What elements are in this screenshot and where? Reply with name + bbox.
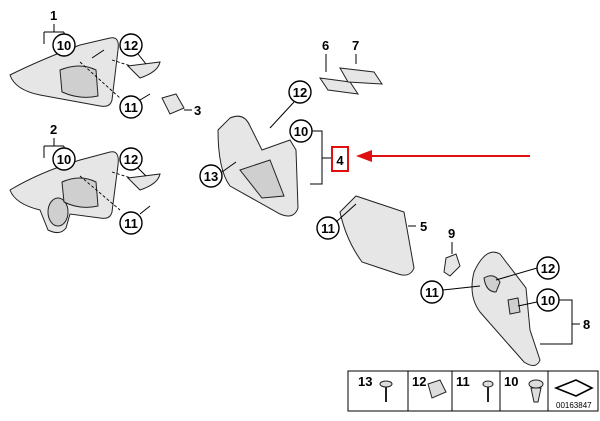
leader-c10d <box>517 301 538 307</box>
leader-c10-top <box>91 49 105 59</box>
leader-c11d <box>442 285 481 291</box>
expanding-rivet-10-icon <box>528 379 544 403</box>
leader-c12b <box>137 167 147 177</box>
legend-label-11: 11 <box>456 374 470 389</box>
legend-label-13: 13 <box>358 374 372 389</box>
label-part-3: 3 <box>194 103 201 118</box>
part-9-group: 9 <box>443 226 461 277</box>
arrow-head <box>356 150 372 162</box>
red-arrow <box>356 150 530 162</box>
callout-circle-12c <box>288 80 312 104</box>
screw-11-icon <box>482 380 494 402</box>
callout-11b: 11 <box>124 216 138 231</box>
callout-13: 13 <box>204 169 218 184</box>
callout-10c: 10 <box>294 124 308 139</box>
leader-c11c <box>335 203 357 223</box>
callout-10a: 10 <box>57 38 71 53</box>
label-part-8: 8 <box>583 317 590 332</box>
clip-12-top <box>126 61 161 79</box>
leader-part-1 <box>43 24 65 44</box>
label-part-9: 9 <box>448 226 455 241</box>
part-5-group: 5 11 <box>316 195 427 276</box>
part-2-group: 2 10 12 11 <box>9 122 161 235</box>
callout-circle-10b <box>52 147 76 171</box>
callout-11d: 11 <box>425 285 439 300</box>
callout-circle-10a <box>52 33 76 57</box>
leader-part-2 <box>43 138 65 158</box>
part-8-group: 12 11 10 8 <box>420 251 590 366</box>
trim-panel-2-recess <box>61 177 99 208</box>
callout-circle-12a <box>119 33 143 57</box>
callout-circle-11d <box>420 280 444 304</box>
callout-10d: 10 <box>541 293 555 308</box>
bracket-part-4 <box>310 130 323 185</box>
clip-nut-12-icon <box>427 379 447 399</box>
leader-c11b <box>139 205 151 215</box>
leader-c12c <box>269 101 295 129</box>
callout-12b: 12 <box>124 152 138 167</box>
label-part-7: 7 <box>352 38 359 53</box>
label-part-4: 4 <box>336 153 344 168</box>
part-6-7-group: 6 7 <box>318 38 383 95</box>
leader-c12d <box>495 267 538 281</box>
trim-part-5 <box>339 195 415 276</box>
leader-c12a <box>137 53 147 65</box>
callout-circle-13 <box>199 164 223 188</box>
callout-12c: 12 <box>293 85 307 100</box>
callout-11c: 11 <box>321 221 335 236</box>
leader-c11a <box>139 93 151 101</box>
clip-12-mid <box>126 173 161 191</box>
trim-panel-2-vent <box>47 197 69 227</box>
callout-circle-11a <box>119 95 143 119</box>
legend-label-12: 12 <box>412 374 426 389</box>
trim-panel-1-recess <box>59 65 99 98</box>
diagram-code: 00163847 <box>556 401 592 410</box>
callout-circle-11b <box>119 211 143 235</box>
callout-circle-12b <box>119 147 143 171</box>
label-part-2: 2 <box>50 122 57 137</box>
label-part-6: 6 <box>322 38 329 53</box>
trim-part-8 <box>471 251 541 366</box>
leader-c13 <box>221 161 237 173</box>
cover-part-7 <box>339 67 383 85</box>
clip-part-3 <box>161 93 185 115</box>
trim-8-clip-2 <box>507 297 521 315</box>
bracket-part-8 <box>540 299 573 345</box>
fastener-legend: 13 12 11 10 00163847 <box>347 370 599 412</box>
part-4-group: 12 10 13 4 <box>199 80 349 217</box>
callout-12a: 12 <box>124 38 138 53</box>
callout-circle-11c <box>316 216 340 240</box>
part-reference-arrow-icon <box>553 379 594 397</box>
part-3-group: 3 <box>161 93 201 118</box>
pillar-trim-4-recess <box>239 159 285 199</box>
label-part-5: 5 <box>420 219 427 234</box>
clip-part-9 <box>443 253 461 277</box>
dash-lines-2 <box>79 171 151 211</box>
screw-13-icon <box>379 380 393 402</box>
callout-10b: 10 <box>57 152 71 167</box>
highlight-box-part-4 <box>331 146 349 172</box>
part-1-group: 1 10 12 11 <box>9 8 161 119</box>
callout-12d: 12 <box>541 261 555 276</box>
legend-label-10: 10 <box>504 374 518 389</box>
label-part-1: 1 <box>50 8 57 23</box>
callout-11a: 11 <box>124 100 138 115</box>
legend-frame <box>347 370 599 412</box>
dash-lines-1 <box>79 59 151 99</box>
